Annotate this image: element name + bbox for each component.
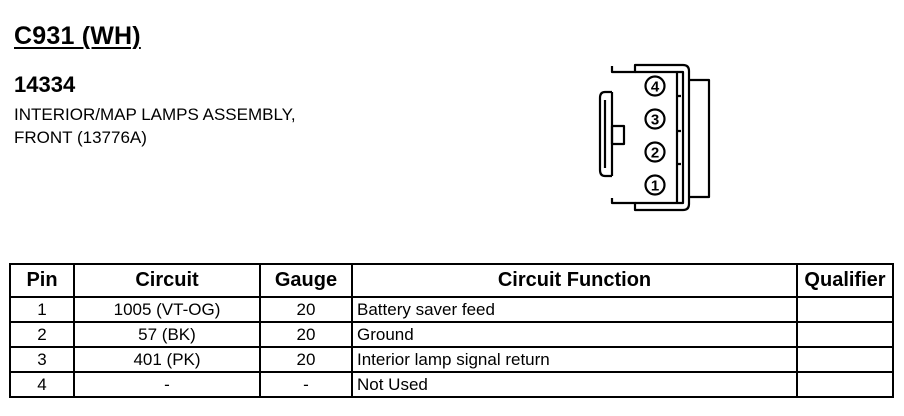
cell-circuit: - <box>73 371 261 398</box>
pin-2-circle <box>644 141 666 163</box>
cell-circuit-function: Ground <box>351 321 798 348</box>
cell-qualifier <box>796 321 894 348</box>
cell-pin: 2 <box>9 321 75 348</box>
cell-qualifier <box>796 296 894 323</box>
pin-1-circle <box>644 174 666 196</box>
cell-pin: 4 <box>9 371 75 398</box>
cell-qualifier <box>796 346 894 373</box>
table-row: 4 - - Not Used <box>9 371 894 398</box>
cell-circuit-function: Interior lamp signal return <box>351 346 798 373</box>
cell-qualifier <box>796 371 894 398</box>
cell-pin: 1 <box>9 296 75 323</box>
description-line-1: INTERIOR/MAP LAMPS ASSEMBLY, <box>14 105 296 124</box>
pin-2-label: 2 <box>651 145 659 162</box>
cell-gauge: 20 <box>259 296 353 323</box>
pin-3-circle <box>644 108 666 130</box>
pin-4-label: 4 <box>651 79 660 96</box>
table-header-row: Pin Circuit Gauge Circuit Function Quali… <box>9 263 894 298</box>
header-circuit-function: Circuit Function <box>351 263 798 298</box>
table-row: 2 57 (BK) 20 Ground <box>9 321 894 348</box>
part-number: 14334 <box>14 72 76 97</box>
component-description: INTERIOR/MAP LAMPS ASSEMBLY, FRONT (1377… <box>14 103 296 149</box>
connector-face-diagram: 4 3 2 1 <box>598 63 711 212</box>
table-row: 3 401 (PK) 20 Interior lamp signal retur… <box>9 346 894 373</box>
header-gauge: Gauge <box>259 263 353 298</box>
pin-1-label: 1 <box>651 178 659 195</box>
cell-circuit-function: Not Used <box>351 371 798 398</box>
table-row: 1 1005 (VT-OG) 20 Battery saver feed <box>9 296 894 323</box>
pinout-table: Pin Circuit Gauge Circuit Function Quali… <box>9 263 894 398</box>
pin-4-circle <box>644 75 666 97</box>
cell-gauge: 20 <box>259 321 353 348</box>
cell-gauge: - <box>259 371 353 398</box>
header-pin: Pin <box>9 263 75 298</box>
cell-pin: 3 <box>9 346 75 373</box>
header-circuit: Circuit <box>73 263 261 298</box>
pin-3-label: 3 <box>651 112 659 129</box>
cell-circuit: 57 (BK) <box>73 321 261 348</box>
cell-circuit-function: Battery saver feed <box>351 296 798 323</box>
description-line-2: FRONT (13776A) <box>14 128 147 147</box>
connector-id: C931 (WH) <box>14 22 141 50</box>
cell-circuit: 1005 (VT-OG) <box>73 296 261 323</box>
header-qualifier: Qualifier <box>796 263 894 298</box>
cell-circuit: 401 (PK) <box>73 346 261 373</box>
cell-gauge: 20 <box>259 346 353 373</box>
